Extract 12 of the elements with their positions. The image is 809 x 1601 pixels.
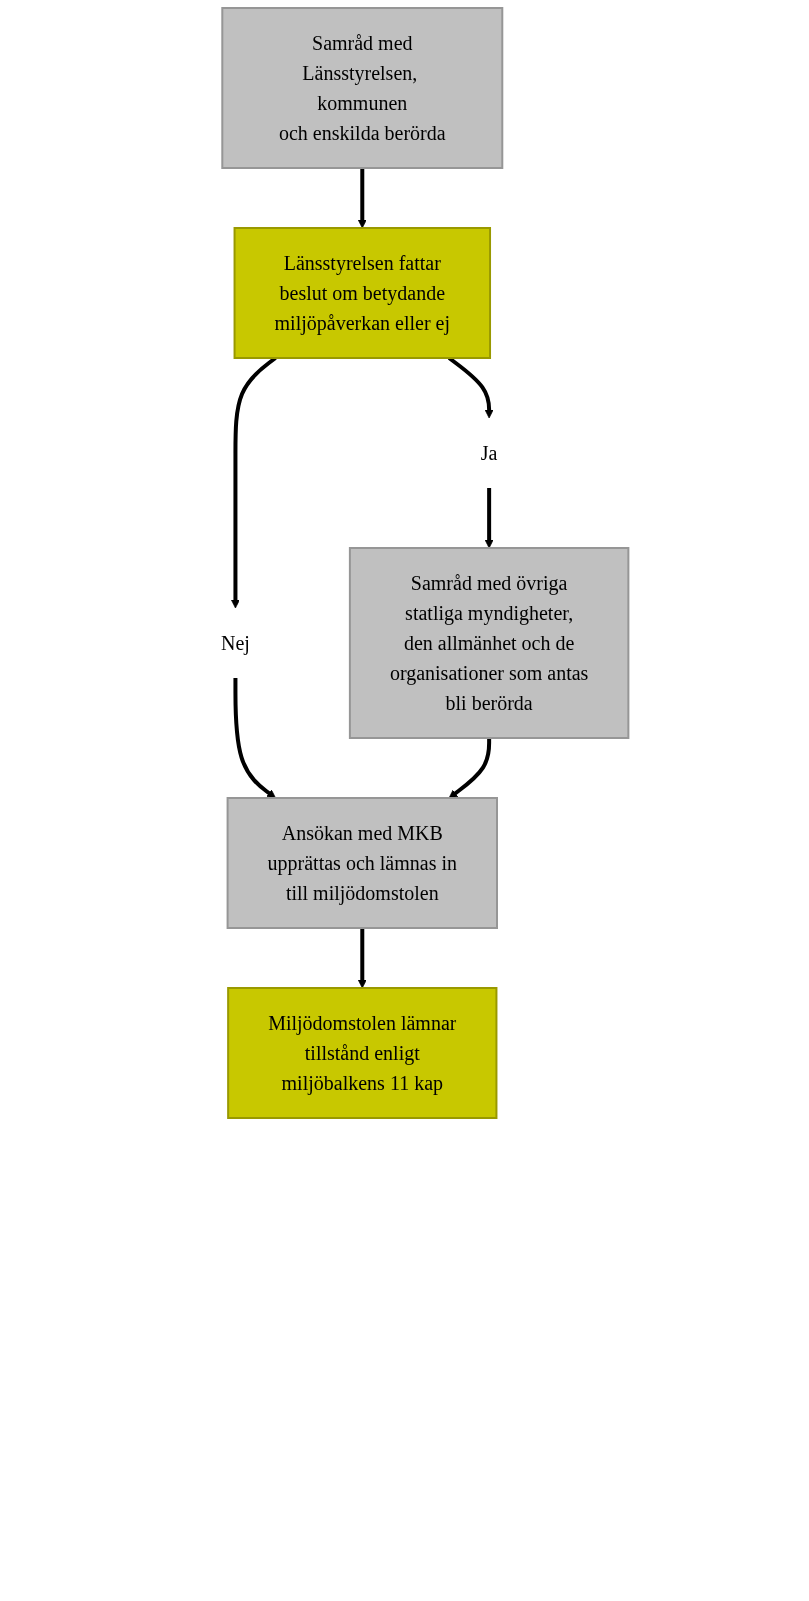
arrow [357, 168, 367, 229]
arrow [233, 678, 276, 799]
node-box: Ansökan med MKB upprättas och lämnas in till miljödomstolen [226, 797, 498, 929]
node-box: Samråd med Länsstyrelsen, kommunen och enskilda berörda [221, 7, 504, 169]
node-box: Miljödomstolen lämnar tillstånd enligt miljöbalkens 11 kap [226, 987, 498, 1119]
node-box: Samråd med övriga statliga myndigheter, den allmänhet och de organisationer som antas bli berörda [348, 547, 630, 739]
node-text: Nej [220, 632, 250, 654]
arrow [448, 738, 491, 799]
arrow [357, 928, 367, 989]
arrow [484, 488, 494, 549]
node-box: Länsstyrelsen fattar beslut om betydande miljöpåverkan eller ej [233, 227, 491, 359]
node-text: Ja [480, 442, 498, 464]
